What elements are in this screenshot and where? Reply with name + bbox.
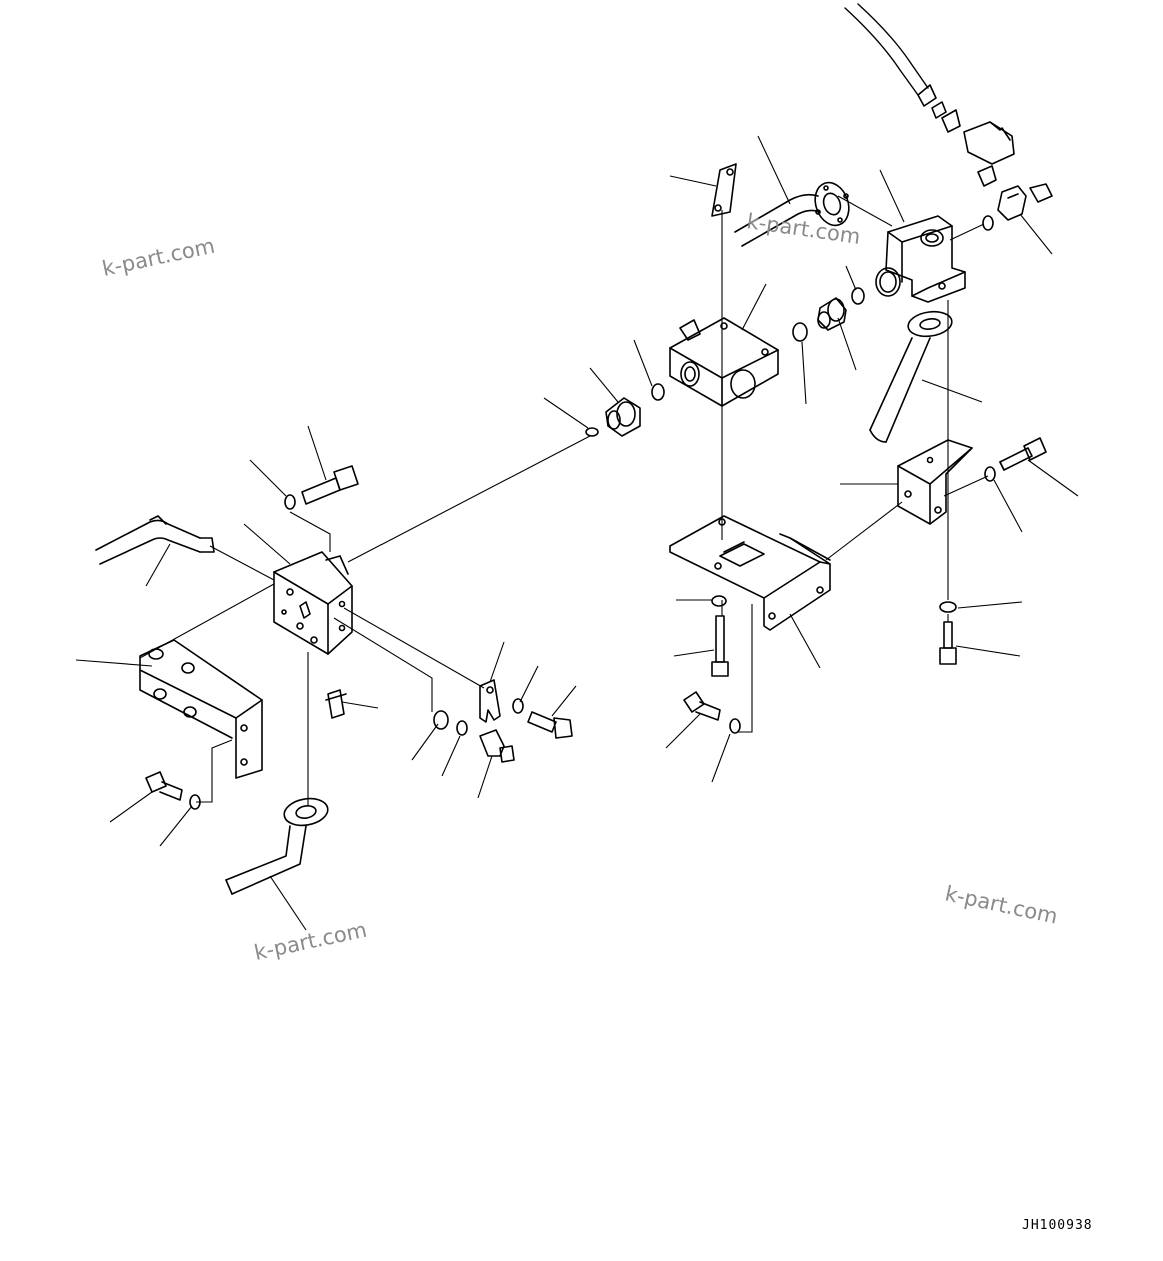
bracket-small-right <box>897 439 973 525</box>
check-valve-fitting-left <box>605 397 641 437</box>
washer-right-vertical <box>939 601 957 613</box>
o-ring-center-2 <box>792 322 808 342</box>
o-ring-left-2 <box>585 427 599 437</box>
o-ring-left-1 <box>651 383 665 401</box>
hose-left <box>95 515 215 565</box>
check-valve-fitting-right <box>817 297 847 331</box>
bolt-left-block-top <box>301 465 359 505</box>
watermark-2: k-part.com <box>745 209 862 249</box>
bracket-left <box>139 639 263 779</box>
leader-lines <box>75 135 1079 931</box>
bolt-base-angled <box>683 691 721 721</box>
watermark-1: k-part.com <box>100 234 217 281</box>
figure-code: JH100938 <box>1022 1218 1093 1233</box>
o-ring-lower-1 <box>433 710 449 730</box>
clamp-left <box>479 679 501 723</box>
valve-block-left <box>273 551 353 655</box>
o-ring-top-right <box>982 215 994 231</box>
valve-block-top-right <box>875 215 966 303</box>
top-hose-assembly <box>844 3 1015 187</box>
bolt-right-vertical <box>939 621 957 665</box>
o-ring-center-1 <box>851 287 865 305</box>
washer-clamp <box>512 698 524 714</box>
bolt-base-vertical <box>711 615 729 677</box>
valve-block-center <box>669 317 779 407</box>
watermark-3: k-part.com <box>943 881 1060 928</box>
flange-hose-right <box>869 310 953 443</box>
o-ring-lower-2 <box>456 720 468 736</box>
watermark-4: k-part.com <box>252 918 369 965</box>
small-plate-top <box>711 163 737 217</box>
washer-left-block <box>284 494 296 510</box>
flange-hose-lower <box>225 797 329 895</box>
base-bracket-center <box>669 515 831 631</box>
bolt-left-bracket <box>145 771 183 801</box>
bolt-right-bracket <box>999 437 1047 471</box>
washer-right-bracket <box>984 466 996 482</box>
elbow-fitting-top <box>997 183 1053 221</box>
washer-base-2 <box>729 718 741 734</box>
plug-fitting-lower <box>479 729 515 763</box>
flange-hose-top <box>734 181 850 247</box>
grease-fitting-left <box>325 689 347 719</box>
bolt-clamp <box>527 711 573 739</box>
washer-base-1 <box>711 595 727 607</box>
